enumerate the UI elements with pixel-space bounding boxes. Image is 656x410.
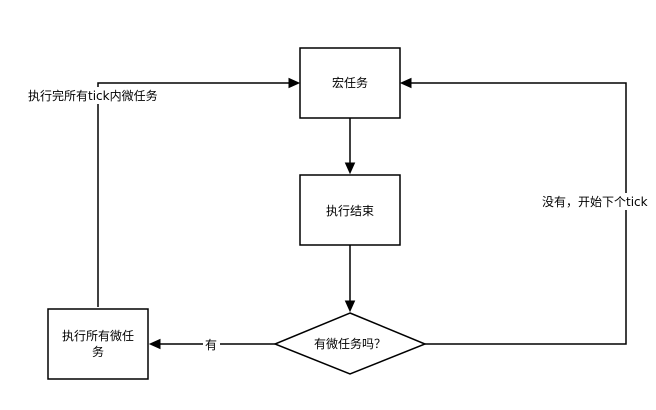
edge-label-yes: 有 <box>205 338 217 352</box>
edge-label-no: 没有，开始下个tick <box>542 194 648 209</box>
node-has-micro-decision: 有微任务吗？ <box>273 312 427 375</box>
node-macro-task: 宏任务 <box>299 47 401 119</box>
edge-loop-back <box>97 77 301 307</box>
edge-decision-no <box>399 77 627 345</box>
node-exec-end-label: 执行结束 <box>326 204 374 218</box>
edge-label-loop-back: 执行完所有tick内微任务 <box>28 88 158 103</box>
node-exec-end: 执行结束 <box>299 174 401 246</box>
node-exec-all-micro-label-line1: 执行所有微任 <box>62 329 134 343</box>
node-exec-all-micro-label-line2: 务 <box>92 344 104 359</box>
edge-exec-end-to-decision <box>344 245 356 313</box>
node-macro-task-label: 宏任务 <box>332 75 368 90</box>
node-exec-all-micro: 执行所有微任 务 <box>47 308 149 380</box>
node-has-micro-label: 有微任务吗？ <box>314 336 386 351</box>
edge-decision-yes: 有 <box>148 337 275 352</box>
edge-macro-to-exec-end <box>344 118 356 175</box>
